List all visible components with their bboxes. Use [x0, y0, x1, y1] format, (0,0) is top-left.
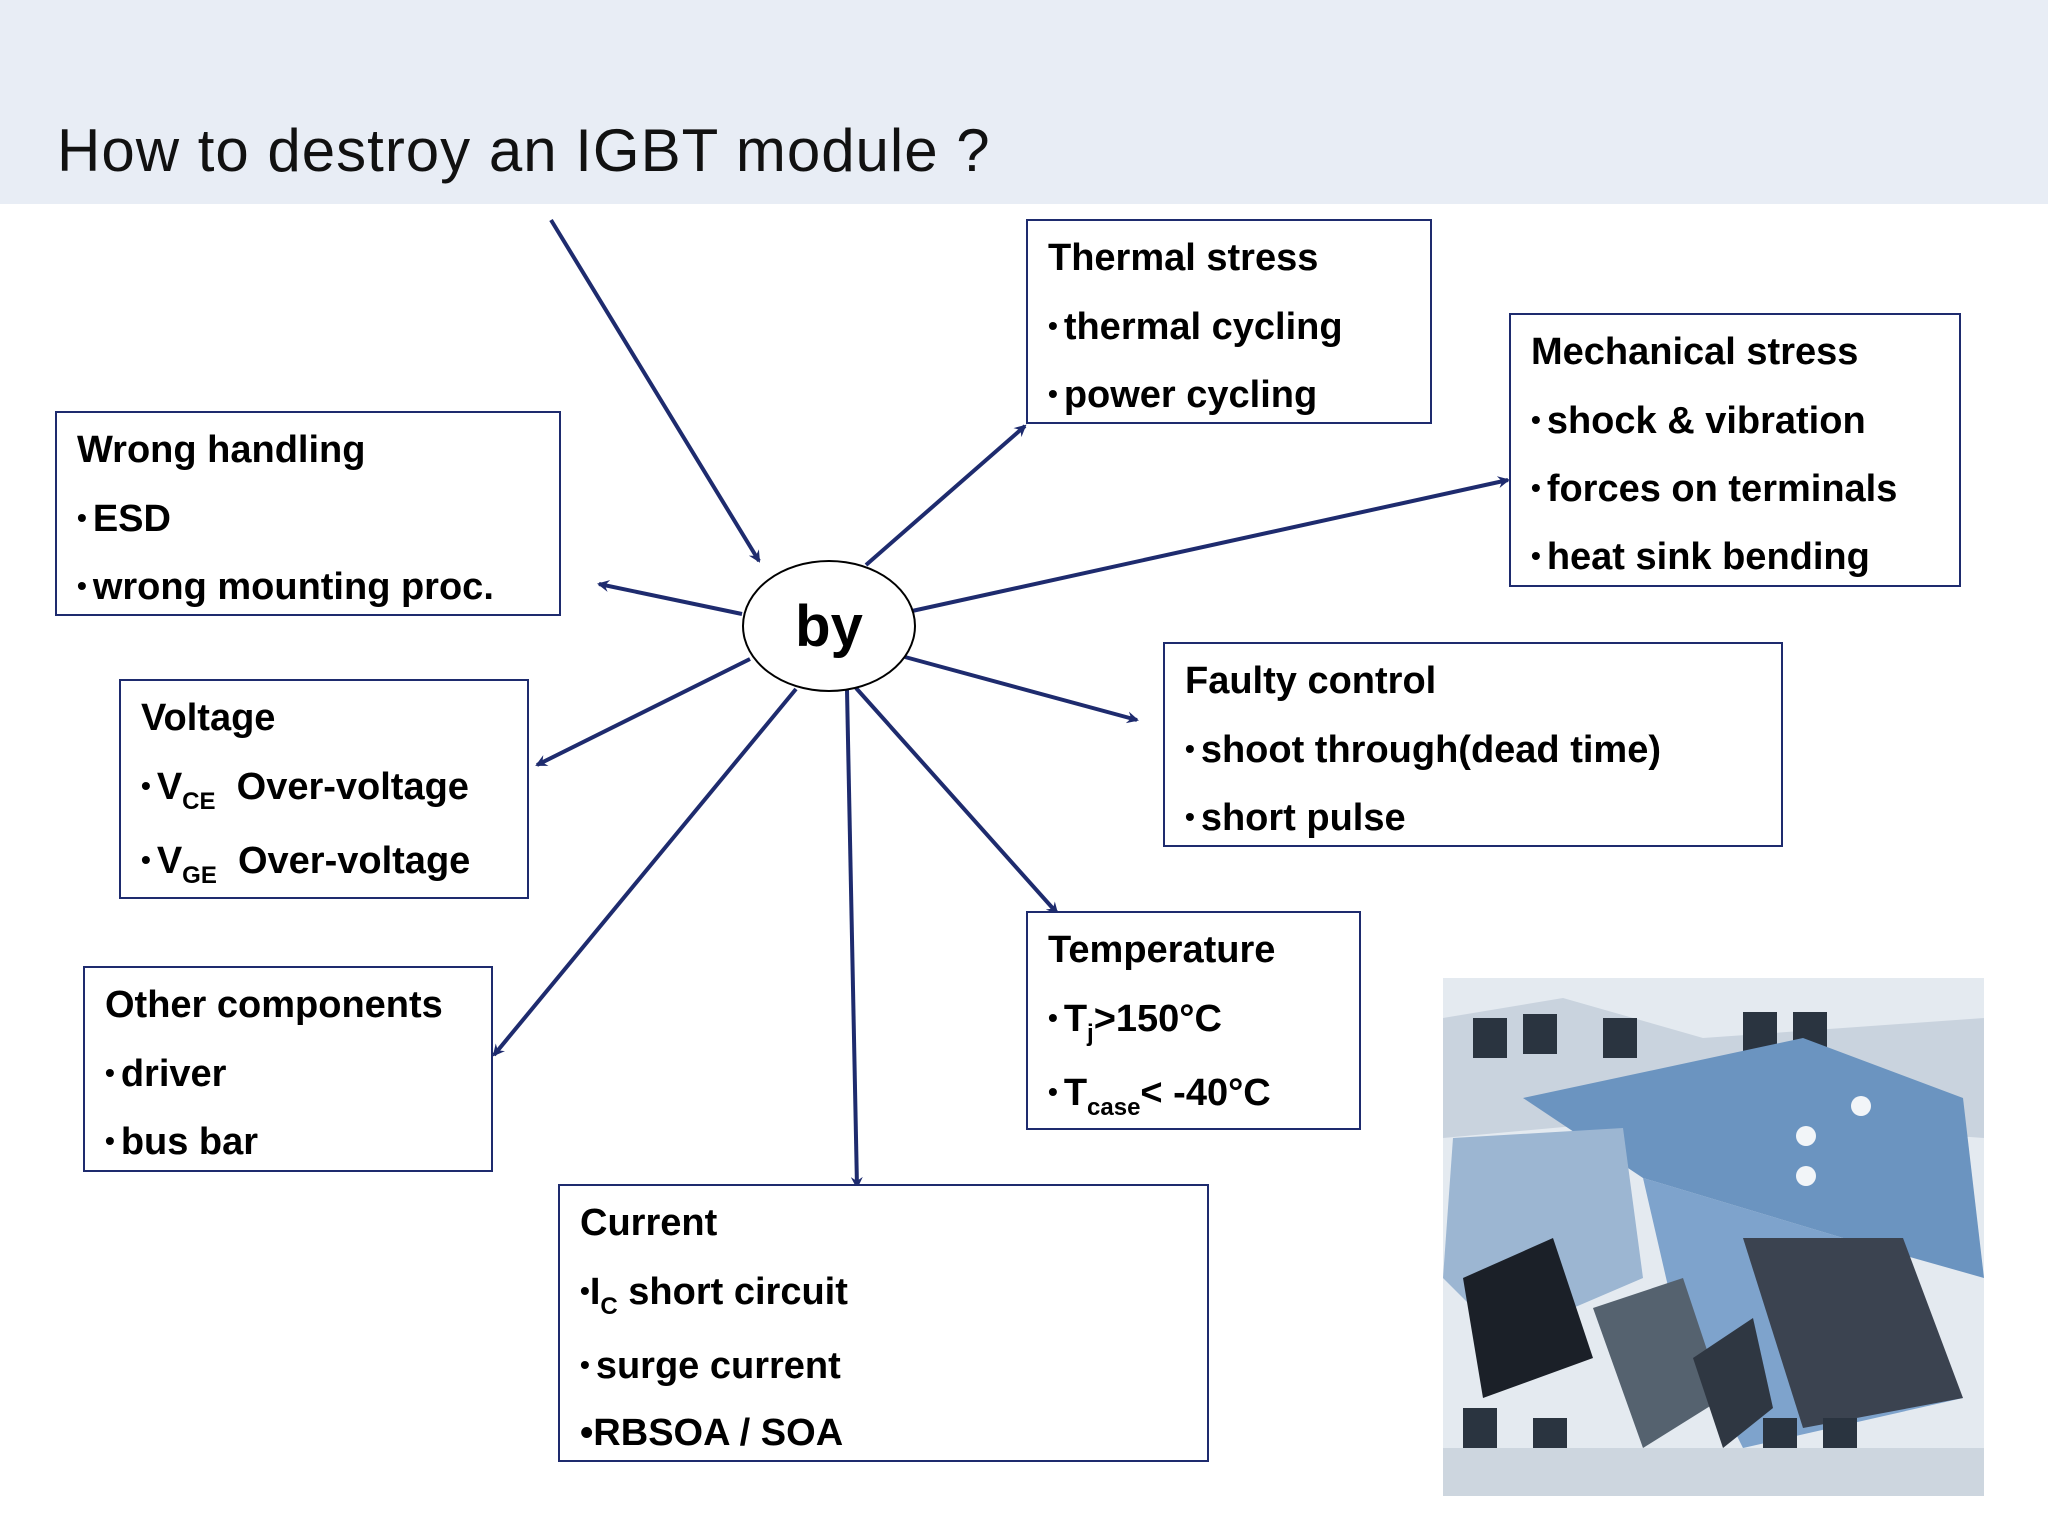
arrow-to-other [492, 687, 798, 1057]
box-heading: Faulty control [1185, 660, 1437, 702]
arrow-to-temperature [854, 686, 1059, 915]
list-item: •shock & vibration [1531, 400, 1866, 442]
arrow-to-thermal [864, 424, 1027, 567]
box-wrong-handling: Wrong handling •ESD •wrong mounting proc… [55, 411, 561, 616]
box-heading: Wrong handling [77, 429, 366, 471]
list-item: •driver [105, 1053, 227, 1095]
box-heading: Other components [105, 984, 443, 1026]
list-item: •IC short circuit [580, 1271, 848, 1320]
list-item: •short pulse [1185, 797, 1406, 839]
list-item: •ESD [77, 498, 171, 540]
list-item: •VCE Over-voltage [141, 766, 469, 815]
list-item: •surge current [580, 1345, 841, 1387]
box-heading: Current [580, 1202, 718, 1244]
arrow-to-faulty-control [904, 655, 1139, 724]
list-item: •shoot through(dead time) [1185, 729, 1661, 771]
list-item: •Tj>150°C [1048, 998, 1222, 1047]
list-item: •bus bar [105, 1121, 259, 1163]
list-item: •forces on terminals [1531, 468, 1898, 510]
list-item: •thermal cycling [1048, 306, 1343, 348]
arrow-to-voltage [535, 657, 751, 767]
damaged-igbt-module-photo [1443, 978, 1984, 1496]
list-item: •Tcase< -40°C [1048, 1072, 1271, 1121]
list-item: •power cycling [1048, 374, 1318, 416]
arrow-to-current [845, 689, 863, 1189]
title-band [0, 0, 2048, 204]
hub-by: by [742, 560, 916, 692]
list-item: •wrong mounting proc. [77, 566, 494, 608]
photo-illustration [1443, 978, 1984, 1496]
list-item: •RBSOA / SOA [580, 1412, 844, 1454]
box-thermal-stress: Thermal stress •thermal cycling •power c… [1026, 219, 1432, 424]
box-heading: Thermal stress [1048, 237, 1319, 279]
box-heading: Temperature [1048, 929, 1276, 971]
arrow-into-hub [549, 218, 761, 563]
box-voltage: Voltage •VCE Over-voltage •VGE Over-volt… [119, 679, 529, 899]
box-faulty-control: Faulty control •shoot through(dead time)… [1163, 642, 1783, 847]
page-title: How to destroy an IGBT module ? [57, 117, 991, 184]
list-item: •VGE Over-voltage [141, 840, 471, 889]
arrow-to-mechanical [911, 476, 1510, 613]
box-other-components: Other components •driver •bus bar [83, 966, 493, 1172]
box-heading: Voltage [141, 697, 276, 739]
list-item: •heat sink bending [1531, 536, 1870, 578]
box-temperature: Temperature •Tj>150°C •Tcase< -40°C [1026, 911, 1361, 1130]
box-current: Current •IC short circuit •surge current… [558, 1184, 1209, 1462]
box-heading: Mechanical stress [1531, 331, 1859, 373]
arrow-to-wrong-handling [597, 580, 743, 616]
box-mechanical-stress: Mechanical stress •shock & vibration •fo… [1509, 313, 1961, 587]
